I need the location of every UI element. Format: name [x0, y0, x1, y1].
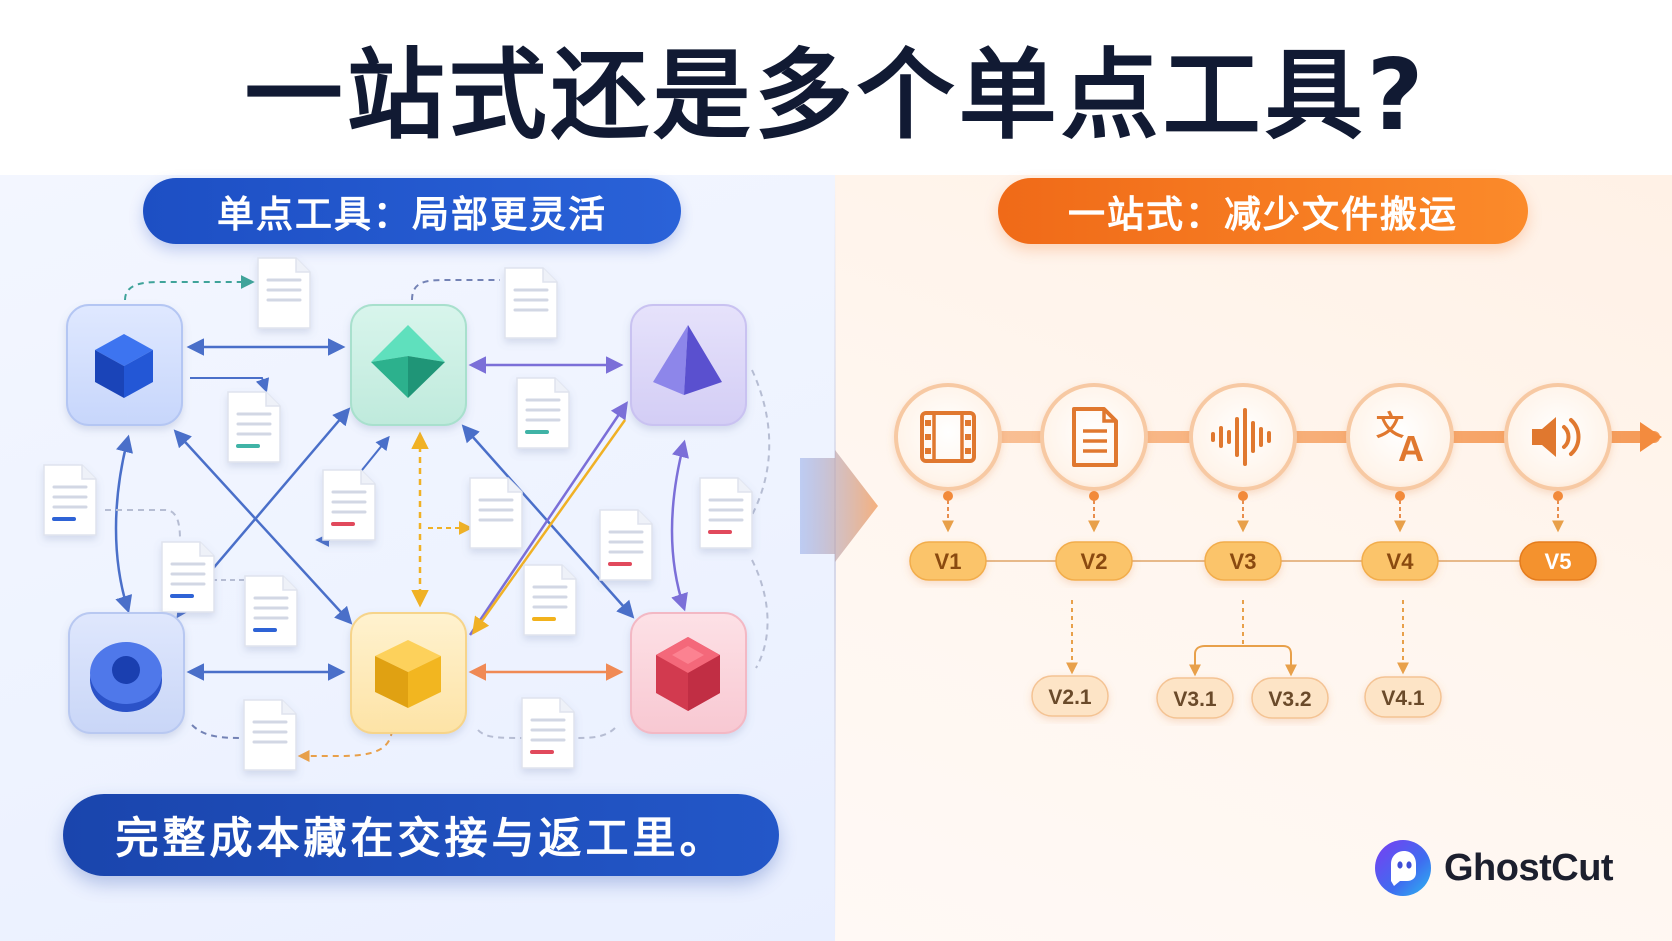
branch-label: V3.2 — [1268, 688, 1311, 711]
link-cube-yellow — [173, 429, 353, 625]
right-header-pill: 一站式：减少文件搬运 — [998, 178, 1528, 244]
version-label: V5 — [1545, 549, 1572, 574]
version-badge — [1055, 541, 1133, 581]
document-tile-icon — [469, 477, 523, 549]
pipeline-step: V4 — [1346, 383, 1454, 581]
version-label: V1 — [935, 549, 962, 574]
document-icon — [1072, 407, 1118, 467]
branch-badge: V4.1 — [1364, 676, 1442, 718]
document-tile-icon — [243, 699, 297, 771]
document-tile-icon — [161, 541, 215, 613]
document-tile-icon — [516, 377, 570, 449]
translate-icon: 文 A — [1376, 409, 1424, 469]
version-label: V2 — [1081, 549, 1108, 574]
step-circle — [1346, 383, 1454, 491]
waveform-icon — [1211, 408, 1271, 466]
tool-teal-diamond — [350, 304, 467, 426]
link-cube-doc — [190, 377, 270, 393]
tool-blue-disc — [68, 612, 185, 734]
hexagon-icon — [656, 637, 720, 711]
diamond-icon — [371, 325, 445, 398]
tool-yellow-cube — [350, 612, 467, 734]
branch-connectors — [1066, 600, 1409, 677]
version-branches: V2.1 V3.1 V3.2 V4.1 — [1031, 600, 1442, 719]
dashed-diamond-doc — [411, 279, 500, 301]
tool-connections — [105, 275, 771, 762]
version-badge — [1204, 541, 1282, 581]
document-tile-icon — [521, 697, 575, 769]
cube-icon — [95, 334, 153, 398]
left-header-pill: 单点工具：局部更灵活 — [143, 178, 681, 244]
link-pyramid-red — [670, 439, 689, 612]
branch-label: V2.1 — [1048, 686, 1092, 709]
link-pyramid-yellow — [471, 419, 627, 635]
step-dot — [1395, 491, 1405, 501]
dashed-yellow-doc — [477, 729, 523, 739]
step-circle — [1040, 383, 1148, 491]
film-icon — [920, 411, 976, 463]
tool-purple-pyramid — [630, 304, 747, 426]
pipeline-step: V2 — [1040, 383, 1148, 581]
tool-tiles — [66, 304, 747, 734]
brand-name: GhostCut — [1444, 846, 1614, 889]
pipeline-step: V5 — [1504, 383, 1612, 581]
version-label: V4 — [1387, 549, 1415, 574]
dashed-pyramid-edge — [751, 369, 771, 516]
disc-icon — [90, 642, 162, 712]
speaker-icon — [1532, 417, 1581, 457]
document-tile-icon — [227, 391, 281, 463]
document-tiles — [43, 257, 753, 771]
flow-arrow-icon — [1640, 422, 1662, 452]
branch-badge: V3.2 — [1251, 677, 1329, 719]
document-tile-icon — [244, 575, 298, 647]
version-badge — [1361, 541, 1439, 581]
document-tile-icon — [599, 509, 653, 581]
version-badge — [909, 541, 987, 581]
step-dot — [943, 491, 953, 501]
version-badge — [1519, 541, 1597, 581]
brand: GhostCut — [1372, 836, 1614, 900]
document-tile-icon — [257, 257, 311, 329]
step-circle — [1504, 383, 1612, 491]
document-tile-icon — [504, 267, 558, 339]
dashed-disc-bottom — [191, 724, 246, 739]
tool-blue-cube — [66, 304, 183, 426]
branch-badge: V3.1 — [1156, 677, 1234, 719]
step-dot — [1553, 491, 1563, 501]
document-tile-icon — [322, 469, 376, 541]
link-doc-diamond — [357, 435, 390, 476]
branch-label: V3.1 — [1173, 688, 1217, 711]
ghost-logo-icon — [1375, 840, 1431, 896]
svg-text:文: 文 — [1376, 409, 1404, 442]
document-tile-icon — [699, 477, 753, 549]
tool-red-hexagon — [630, 612, 747, 734]
pyramid-icon — [653, 325, 722, 395]
svg-text:A: A — [1398, 428, 1424, 469]
pipeline-steps: V1 V2 V3 V4 V5 — [894, 383, 1612, 581]
link-cube-disc — [114, 434, 133, 614]
dashed-cube-doc — [124, 275, 255, 301]
dashed-red-edge — [751, 559, 769, 669]
link-yellow-pyramid — [468, 401, 628, 636]
pipeline-step: V1 — [894, 383, 1002, 581]
document-tile-icon — [43, 464, 97, 536]
dashed-yellow-bottom — [297, 729, 393, 762]
step-circle — [894, 383, 1002, 491]
transition-arrow-icon — [800, 450, 878, 562]
branch-badge: V2.1 — [1031, 675, 1109, 717]
step-dot — [1089, 491, 1099, 501]
left-footer-pill: 完整成本藏在交接与返工里。 — [63, 794, 779, 876]
version-label: V3 — [1230, 549, 1257, 574]
dashed-red-bottom — [574, 727, 616, 739]
branch-label: V4.1 — [1381, 687, 1425, 710]
document-tile-icon — [523, 564, 577, 636]
step-dot — [1238, 491, 1248, 501]
cube-icon — [375, 640, 441, 708]
dashed-doc-left — [105, 509, 181, 541]
page-title: 一站式还是多个单点工具? — [244, 39, 1428, 153]
